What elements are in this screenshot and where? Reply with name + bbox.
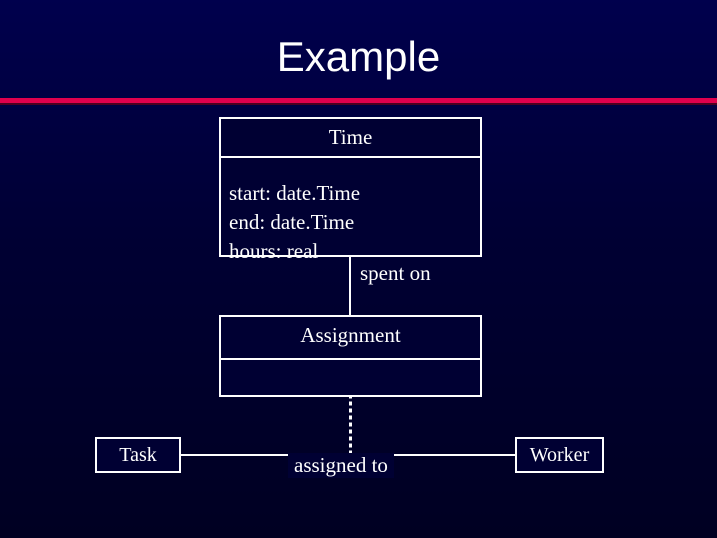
- title-divider-shadow: [0, 103, 717, 105]
- class-box-worker: Worker: [515, 437, 604, 473]
- association-label-assigned-to: assigned to: [288, 453, 394, 478]
- class-name-time: Time: [328, 125, 373, 149]
- connector-assignment-association-dotted: [349, 397, 352, 455]
- class-box-assignment: Assignment: [219, 315, 482, 397]
- association-label-spent-on: spent on: [360, 261, 431, 285]
- class-box-task: Task: [95, 437, 181, 473]
- class-box-time: Time start: date.Time end: date.Time hou…: [219, 117, 482, 263]
- class-name-assignment: Assignment: [300, 323, 401, 347]
- class-attributes-time: start: date.Time end: date.Time hours: r…: [229, 181, 361, 263]
- connector-time-assignment: [349, 257, 351, 315]
- class-attributes-assignment: [221, 375, 480, 387]
- class-name-worker: Worker: [529, 444, 590, 466]
- class-divider-time: [221, 156, 480, 158]
- page-title: Example: [276, 33, 441, 80]
- title-divider: [0, 98, 717, 103]
- class-name-task: Task: [119, 444, 157, 466]
- class-divider-assignment: [221, 358, 480, 360]
